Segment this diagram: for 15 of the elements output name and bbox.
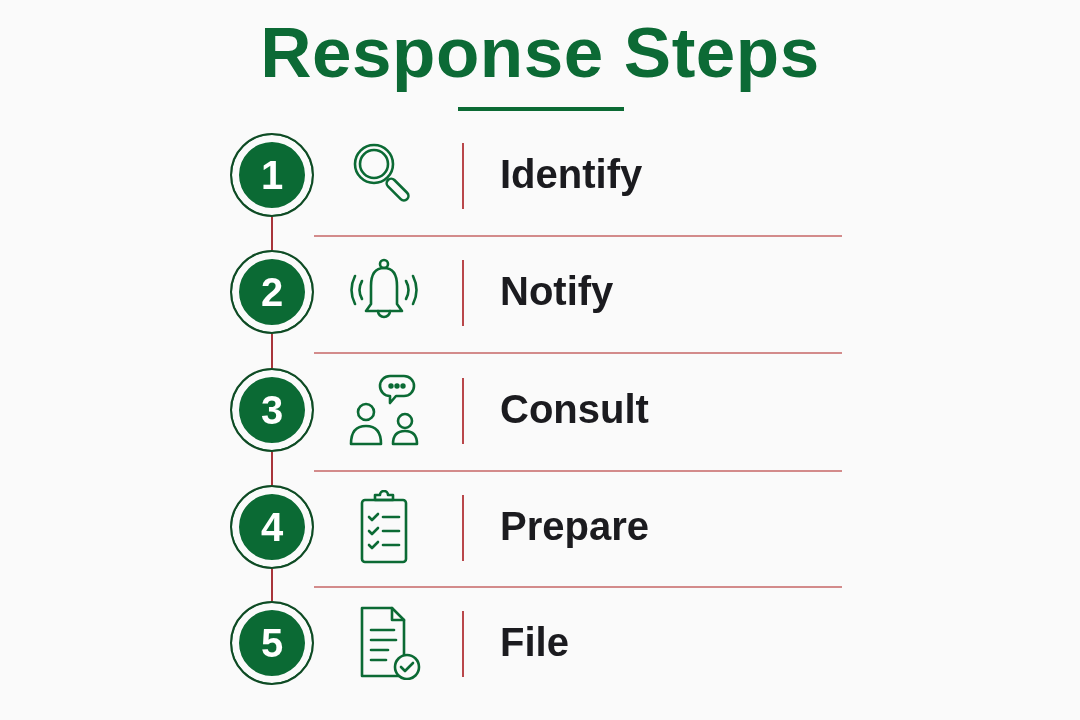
step-label: Consult <box>500 386 649 433</box>
connector-line <box>271 333 273 369</box>
step-label: Prepare <box>500 503 649 550</box>
step-number: 5 <box>260 623 284 663</box>
connector-line <box>271 568 273 602</box>
connector-line <box>271 451 273 486</box>
step-label: Identify <box>500 151 643 198</box>
step-label: File <box>500 619 569 666</box>
title: Response Steps <box>260 12 820 94</box>
step-number: 4 <box>260 507 284 547</box>
step-number: 3 <box>260 390 284 430</box>
step-number: 1 <box>260 155 284 195</box>
connector-line <box>271 216 273 251</box>
step-label: Notify <box>500 268 614 315</box>
step-number: 2 <box>260 272 284 312</box>
